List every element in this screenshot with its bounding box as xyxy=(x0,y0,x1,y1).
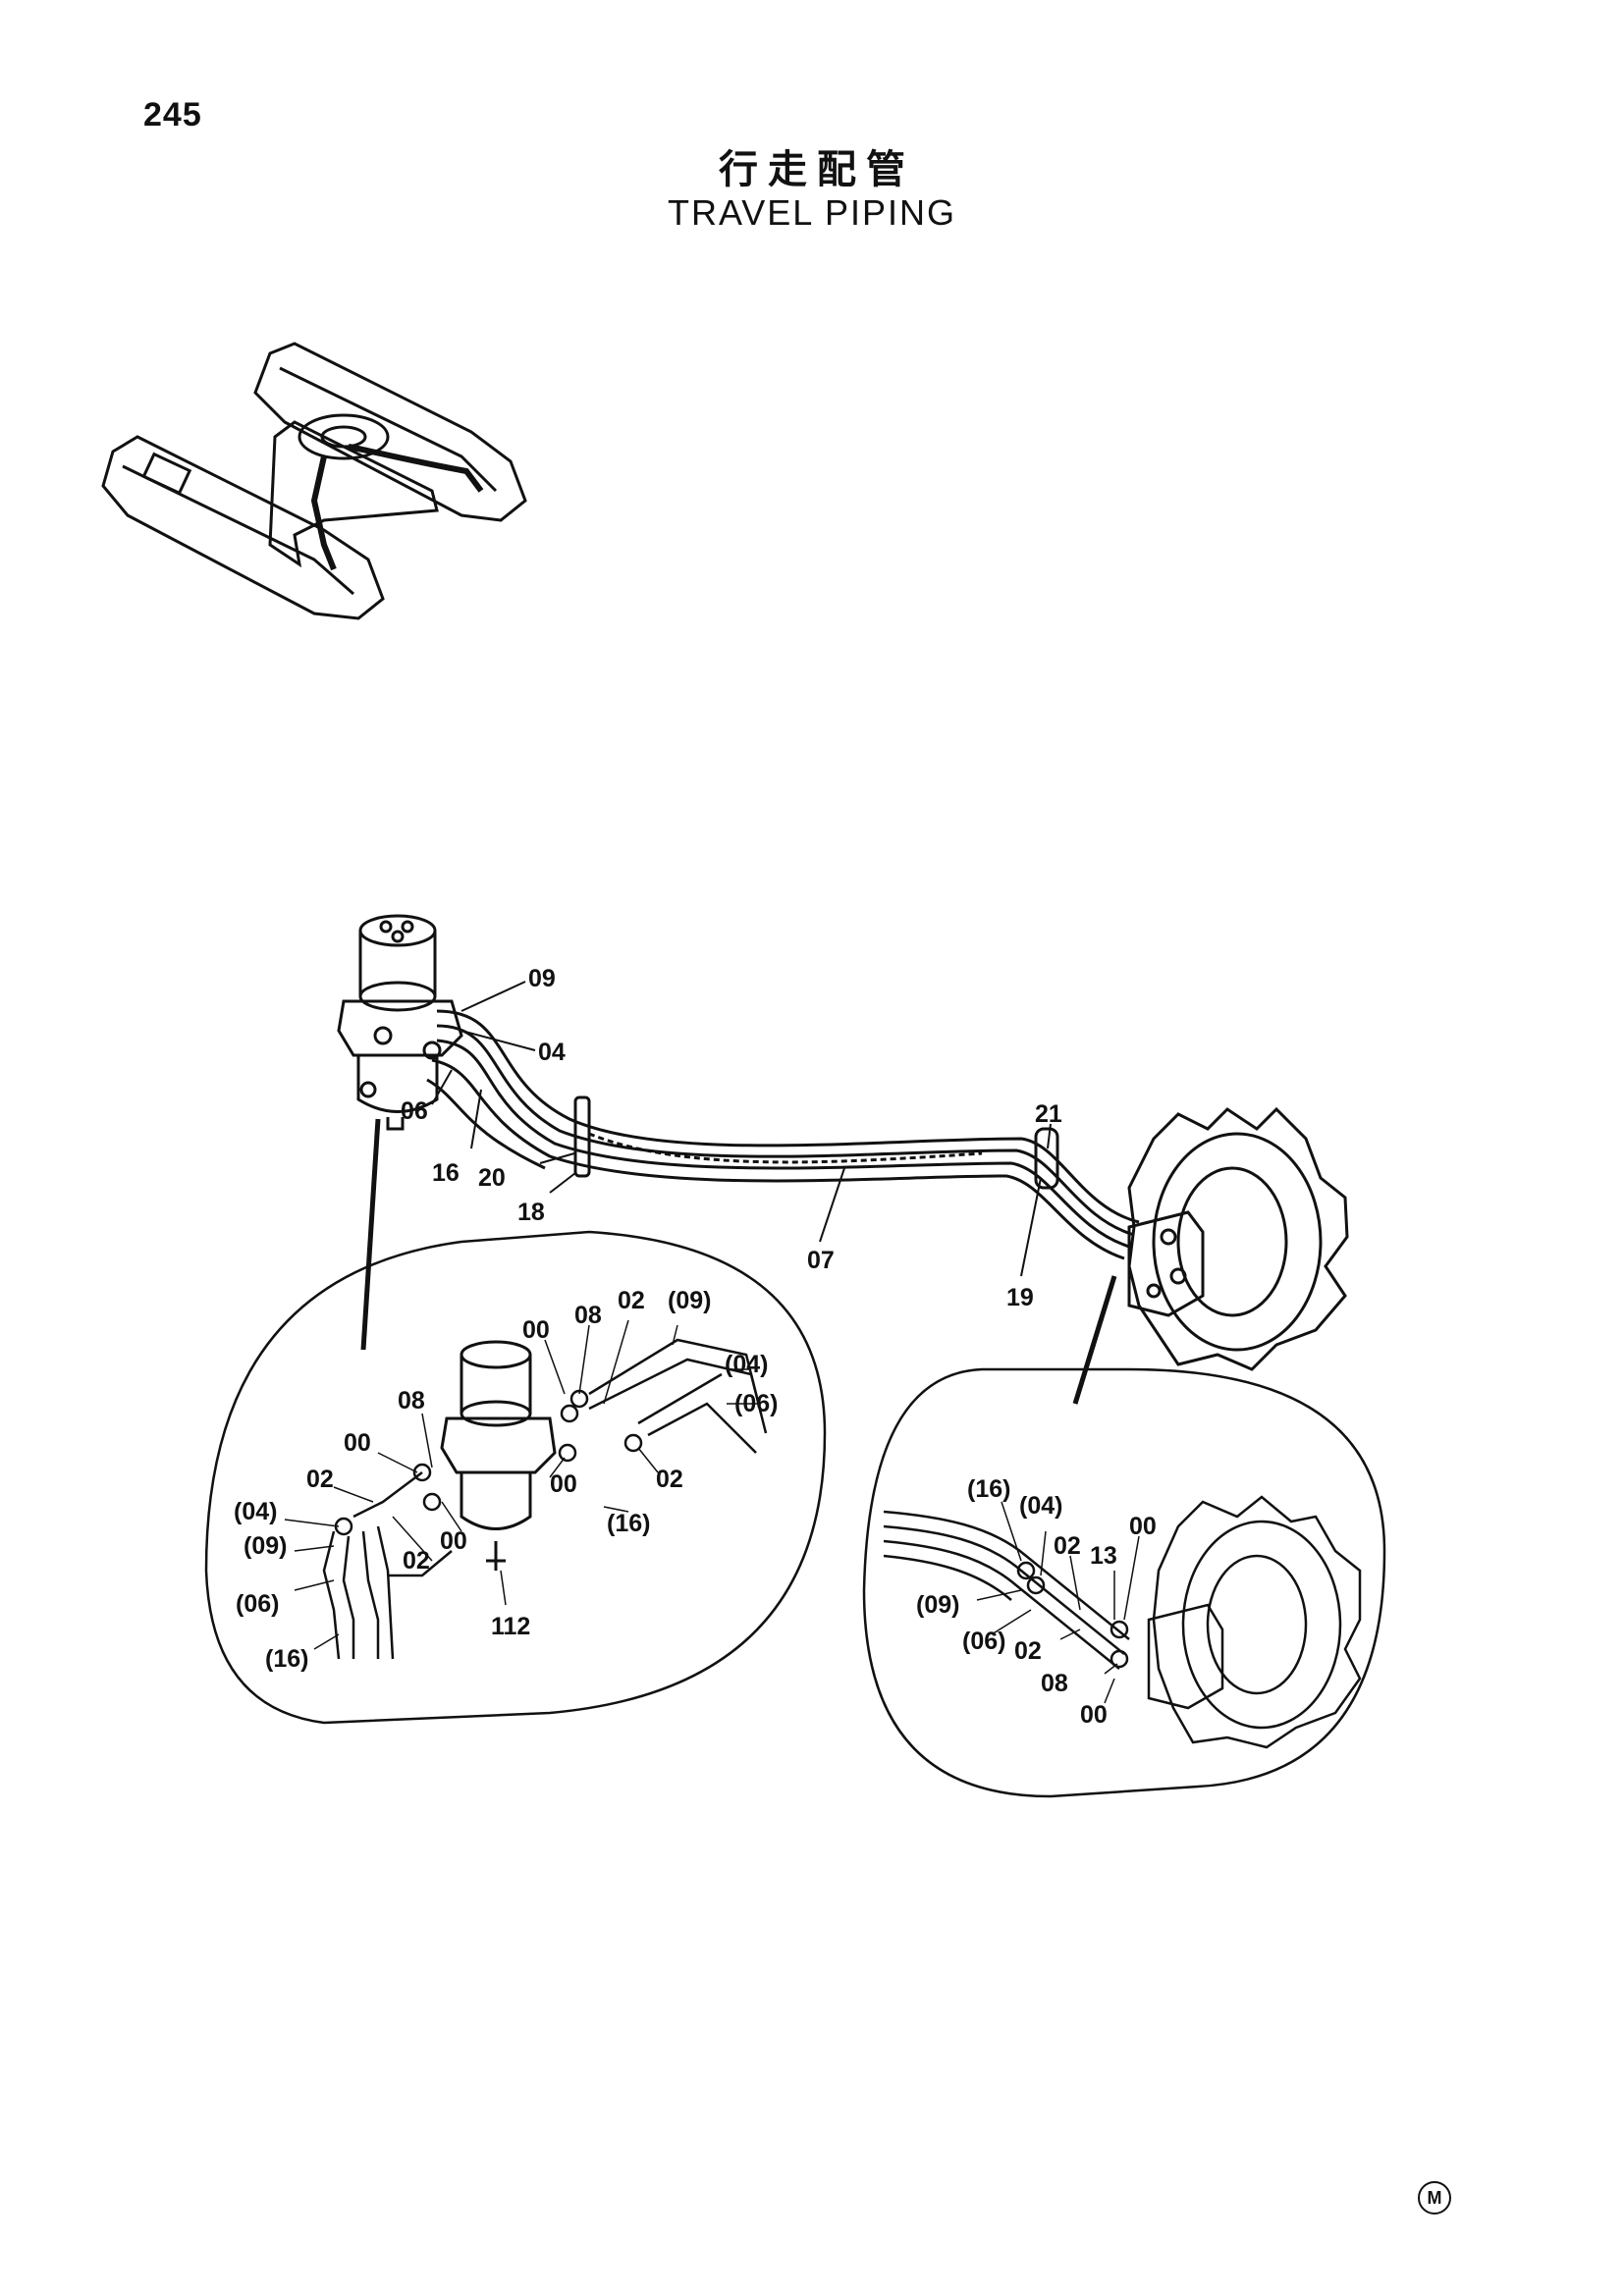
label-19: 19 xyxy=(1006,1284,1034,1311)
page-number: 245 xyxy=(143,96,202,133)
label-00-a: 00 xyxy=(522,1316,550,1344)
label-09-paren-c: (09) xyxy=(916,1591,959,1619)
label-08-b: 08 xyxy=(398,1387,425,1415)
main-assembly xyxy=(337,914,1349,1405)
label-16-paren-a: (16) xyxy=(607,1510,650,1537)
undercarriage-overview xyxy=(101,342,527,620)
label-00-e: 00 xyxy=(1129,1513,1157,1540)
label-02-b: 02 xyxy=(306,1466,334,1493)
detail-right-labels: (16) (04) 00 02 13 (09) (06) 02 08 00 xyxy=(916,1475,1157,1729)
hose-bundle xyxy=(426,1009,1140,1260)
label-09-paren-b: (09) xyxy=(244,1532,287,1560)
label-02-c: 02 xyxy=(656,1466,683,1493)
title-chinese: 行走配管 xyxy=(719,147,915,192)
label-16-paren-c: (16) xyxy=(967,1475,1010,1503)
detail-left xyxy=(204,1230,827,1725)
label-21: 21 xyxy=(1035,1100,1062,1128)
label-08-c: 08 xyxy=(1041,1670,1068,1697)
label-16-paren-b: (16) xyxy=(265,1645,308,1673)
detail-right xyxy=(862,1367,1386,1798)
title-english: TRAVEL PIPING xyxy=(667,192,957,233)
label-06-paren-c: (06) xyxy=(962,1628,1005,1655)
clamp-21 xyxy=(1034,1127,1059,1190)
label-18: 18 xyxy=(517,1199,545,1226)
label-00-d: 00 xyxy=(440,1527,467,1555)
label-16: 16 xyxy=(432,1159,460,1187)
label-00-b: 00 xyxy=(344,1429,371,1457)
label-04: 04 xyxy=(538,1039,566,1066)
label-02-a: 02 xyxy=(618,1287,645,1314)
label-02-e: 02 xyxy=(1054,1532,1081,1560)
label-04-paren-c: (04) xyxy=(1019,1492,1062,1520)
label-13: 13 xyxy=(1090,1542,1117,1570)
label-04-paren-a: (04) xyxy=(725,1351,768,1378)
label-09-paren-a: (09) xyxy=(668,1287,711,1314)
label-112: 112 xyxy=(491,1613,530,1640)
clamp-18 xyxy=(573,1095,591,1178)
main-labels: 09 04 06 16 20 18 07 21 19 xyxy=(401,965,1062,1311)
label-09: 09 xyxy=(528,965,556,992)
label-04-paren-b: (04) xyxy=(234,1498,277,1525)
detail-left-labels: 00 08 02 (09) (04) (06) 08 00 02 00 02 (… xyxy=(234,1287,778,1673)
label-07: 07 xyxy=(807,1247,835,1274)
label-00-f: 00 xyxy=(1080,1701,1108,1729)
label-08-a: 08 xyxy=(574,1302,602,1329)
label-02-f: 02 xyxy=(1014,1637,1042,1665)
label-20: 20 xyxy=(478,1164,506,1192)
manufacturer-mark: M xyxy=(1418,2181,1451,2215)
label-02-d: 02 xyxy=(403,1547,430,1575)
label-06: 06 xyxy=(401,1097,428,1125)
center-joint xyxy=(337,914,463,1131)
label-06-paren-a: (06) xyxy=(734,1390,778,1417)
label-00-c: 00 xyxy=(550,1470,577,1498)
label-06-paren-b: (06) xyxy=(236,1590,279,1618)
travel-motor xyxy=(1127,1106,1349,1371)
